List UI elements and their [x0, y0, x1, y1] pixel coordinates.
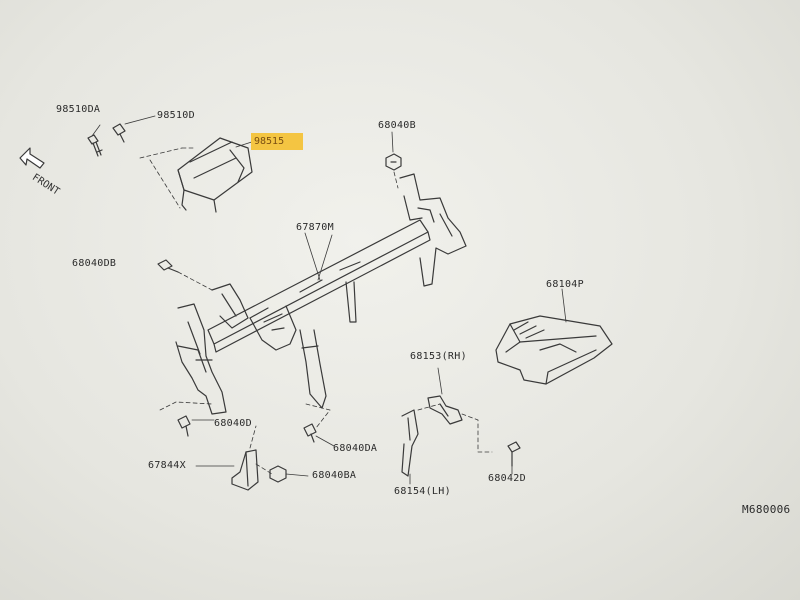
- bracket-68153-part: [427, 395, 463, 425]
- part-label-68042d: 68042D: [488, 473, 526, 484]
- part-label-68153-rh: 68153(RH): [410, 351, 467, 362]
- panel-68104p-part: [495, 315, 613, 385]
- part-label-67844x: 67844X: [148, 460, 186, 471]
- part-label-68040db: 68040DB: [72, 258, 117, 269]
- diagram-reference-code: M680006: [742, 503, 791, 516]
- bolt-icon: [112, 123, 126, 143]
- bolt-icon: [507, 441, 521, 467]
- nut-icon: [269, 465, 287, 483]
- part-label-68154-lh: 68154(LH): [394, 486, 451, 497]
- part-label-68040d: 68040D: [214, 418, 252, 429]
- part-label-68104p: 68104P: [546, 279, 584, 290]
- bolt-icon: [177, 415, 191, 437]
- part-label-68040b: 68040B: [378, 120, 416, 131]
- part-label-98510d: 98510D: [157, 110, 195, 121]
- bracket-68154-part: [401, 409, 419, 477]
- nut-icon: [385, 153, 402, 171]
- front-arrow-icon: [19, 147, 45, 169]
- airbag-module-part: [177, 137, 253, 213]
- part-label-67870m: 67870M: [296, 222, 334, 233]
- part-label-98515-highlighted: 98515: [251, 133, 303, 150]
- part-label-68040ba: 68040BA: [312, 470, 357, 481]
- part-label-68040da: 68040DA: [333, 443, 378, 454]
- bolt-icon: [157, 259, 179, 273]
- cross-car-beam-part: [175, 173, 467, 415]
- bolt-icon: [87, 134, 103, 157]
- part-label-98510da: 98510DA: [56, 104, 101, 115]
- bolt-icon: [303, 423, 317, 443]
- bracket-67844x-part: [231, 449, 259, 491]
